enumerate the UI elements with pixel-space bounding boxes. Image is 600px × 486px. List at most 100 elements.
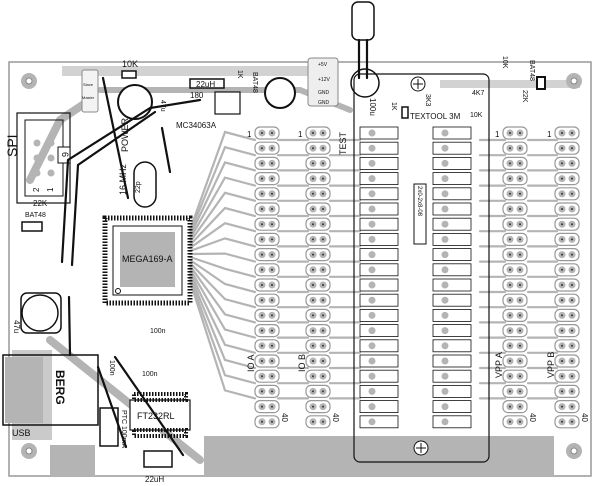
vpp-a-header-pin — [502, 384, 528, 398]
socket-contact — [432, 278, 472, 292]
socket-contact — [432, 339, 472, 353]
ic-mc34063a-label: MC34063A — [176, 121, 217, 130]
vpp-b-header-pin — [554, 324, 580, 338]
socket-contact — [432, 172, 472, 186]
vpp-b-header-pin — [554, 187, 580, 201]
power-gnd2-label: GND — [318, 100, 330, 106]
socket-contact — [359, 415, 399, 429]
ft232-pins-top — [132, 392, 188, 402]
copper-trace — [188, 255, 257, 278]
vpp-a-header-pin — [502, 156, 528, 170]
copper-trace — [188, 130, 257, 232]
io-a-header-pin — [254, 217, 280, 231]
copper-trace — [188, 258, 257, 294]
diode-bat48-top-label: BAT48 — [251, 72, 258, 93]
resistor-22k-right-label: 22K — [521, 90, 528, 103]
vpp-b-header-pin — [554, 141, 580, 155]
jumper-slave-label: Slave — [83, 82, 94, 87]
copper-trace — [188, 237, 257, 253]
vpp-b-header-pin — [554, 156, 580, 170]
jumper-wire — [113, 355, 185, 457]
vpp-b-header-pin — [554, 354, 580, 368]
electrolytic-capacitor-47u-left — [20, 292, 62, 334]
io-b-header-pin — [305, 369, 331, 383]
vpp-b-header-pin — [554, 278, 580, 292]
resistor-10k-top — [121, 70, 137, 79]
io-b-pin-first-label: 1 — [298, 130, 303, 139]
socket-contact — [432, 293, 472, 307]
socket-contact — [432, 187, 472, 201]
vpp-b-header-pin — [554, 339, 580, 353]
vpp-b-header-pin — [554, 248, 580, 262]
inductor-22uh-bottom — [143, 450, 173, 468]
vpp-a-pin-first-label: 1 — [495, 130, 500, 139]
io-a-header-pin — [254, 156, 280, 170]
vpp-b-header-pin — [554, 126, 580, 140]
io-b-header-pin — [305, 248, 331, 262]
socket-contact — [359, 293, 399, 307]
mcu-label: MEGA169-A — [122, 254, 173, 264]
io-a-header-pin — [254, 324, 280, 338]
io-a-pin-first-label: 1 — [247, 130, 252, 139]
io-a-header-pin — [254, 339, 280, 353]
vpp-a-pin-last-label: 40 — [528, 413, 537, 422]
mounting-hole-icon — [566, 73, 582, 89]
io-b-header-pin — [305, 293, 331, 307]
vpp-a-label: VPP A — [494, 352, 504, 378]
copper-trace — [188, 222, 257, 250]
inductor-22uh-top-label: 22uH — [196, 80, 215, 89]
capacitor-100u — [350, 68, 380, 98]
usb-connector — [2, 354, 99, 426]
socket-contact — [432, 202, 472, 216]
vpp-a-header-pin — [502, 324, 528, 338]
power-gnd1-label: GND — [318, 90, 330, 96]
ground-fill-bottom-left — [50, 445, 95, 476]
textool-socket — [353, 73, 490, 463]
io-b-header-pin — [305, 217, 331, 231]
jumper-wire — [67, 295, 72, 357]
socket-contact — [359, 217, 399, 231]
capacitor-22p-label: 22p — [135, 181, 142, 193]
resistor-10k-far-label: 10K — [501, 56, 508, 69]
io-a-header-pin — [254, 293, 280, 307]
io-b-header-pin — [305, 384, 331, 398]
capacitor-100u-label: 100u — [368, 98, 377, 116]
io-b-header-pin — [305, 415, 331, 429]
io-a-header-pin — [254, 141, 280, 155]
vpp-b-header-pin — [554, 293, 580, 307]
copper-trace — [188, 276, 257, 385]
socket-contact — [359, 202, 399, 216]
vpp-b-header-pin — [554, 369, 580, 383]
socket-contact — [432, 232, 472, 246]
socket-contact — [432, 308, 472, 322]
jumper-wire — [101, 76, 130, 200]
vpp-a-header-pin — [502, 369, 528, 383]
socket-contact — [432, 141, 472, 155]
spi-pin1-label: 1 — [46, 187, 55, 192]
socket-contact — [359, 308, 399, 322]
vpp-a-header-pin — [502, 278, 528, 292]
jumper-master-label: Master — [82, 95, 95, 100]
ground-fill-top — [62, 66, 312, 76]
socket-contact — [359, 248, 399, 262]
vpp-a-header-pin — [502, 172, 528, 186]
copper-trace — [188, 252, 257, 263]
io-b-header-pin — [305, 354, 331, 368]
diode-bat48-left — [21, 221, 43, 232]
socket-contact — [432, 217, 472, 231]
copper-trace — [188, 191, 257, 244]
socket-contact — [432, 384, 472, 398]
io-a-header-pin — [254, 278, 280, 292]
socket-contact — [432, 156, 472, 170]
socket-contact — [432, 354, 472, 368]
resistor-1k-socket — [401, 106, 409, 119]
socket-contact — [432, 415, 472, 429]
socket-contact — [359, 278, 399, 292]
power-header — [307, 57, 339, 107]
vpp-b-pin-first-label: 1 — [547, 130, 552, 139]
power-5v-label: +5V — [318, 62, 328, 68]
vpp-a-header-pin — [502, 232, 528, 246]
resistor-22k-left-label: 22K — [33, 199, 48, 208]
socket-contact — [359, 232, 399, 246]
